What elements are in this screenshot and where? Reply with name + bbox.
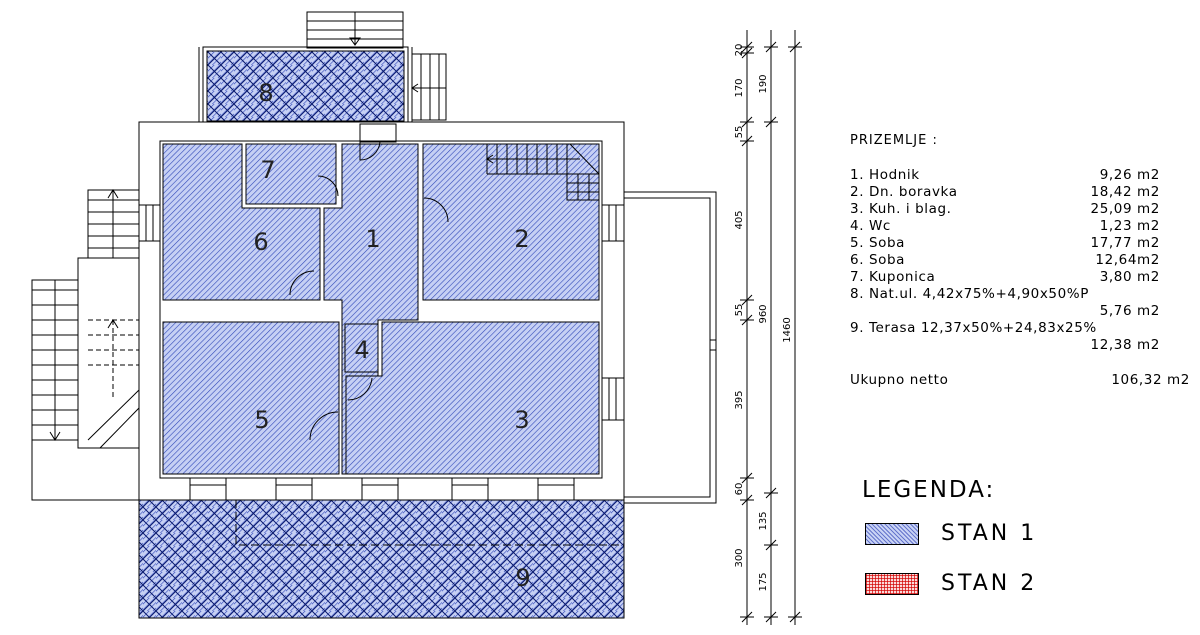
room-number-6: 6 bbox=[253, 228, 268, 256]
room-numbers: 1 2 3 4 5 6 7 8 9 bbox=[253, 79, 530, 592]
room-number-8: 8 bbox=[258, 79, 273, 107]
dim-960: 960 bbox=[758, 304, 769, 323]
area-row-label: 2. Dn. boravka bbox=[850, 184, 958, 200]
doors bbox=[289, 123, 449, 441]
dim-60: 60 bbox=[734, 483, 745, 496]
room-number-2: 2 bbox=[514, 225, 529, 253]
dim-395: 395 bbox=[734, 390, 745, 409]
area-row-value: 9,26 m2 bbox=[1099, 167, 1160, 183]
area-row-label: 5. Soba bbox=[850, 235, 906, 251]
dim-190: 190 bbox=[758, 74, 769, 93]
legend-item-stan-1: STAN 1 bbox=[865, 521, 1037, 546]
legend-swatch-blue bbox=[865, 523, 919, 545]
room-number-1: 1 bbox=[365, 225, 380, 253]
room-7 bbox=[245, 143, 337, 205]
dim-1460: 1460 bbox=[782, 317, 793, 342]
dim-55-b: 55 bbox=[734, 304, 745, 317]
top-entrance-steps bbox=[306, 11, 404, 49]
area-row-value: 25,09 m2 bbox=[1090, 201, 1160, 217]
floor-title: PRIZEMLJE : bbox=[850, 133, 938, 148]
room-2 bbox=[422, 143, 600, 301]
legend-item-stan-2: STAN 2 bbox=[865, 571, 1037, 596]
terrace-right-outline bbox=[624, 191, 717, 504]
area-row-label: 3. Kuh. i blag. bbox=[850, 201, 952, 217]
dim-300: 300 bbox=[734, 548, 745, 567]
area-row-label: 9. Terasa 12,37x50%+24,83x25% bbox=[850, 320, 1097, 336]
dimension-texts: 20 170 190 55 405 55 960 1460 395 60 135… bbox=[734, 44, 793, 592]
room-3 bbox=[345, 321, 600, 475]
area-row-label: 7. Kuponica bbox=[850, 269, 936, 285]
total-value: 106,32 m2 bbox=[1111, 372, 1190, 388]
area-row-label: 4. Wc bbox=[850, 218, 891, 234]
room-number-3: 3 bbox=[514, 406, 529, 434]
area-row-label: 1. Hodnik bbox=[850, 167, 920, 183]
legend-label: STAN 2 bbox=[941, 571, 1038, 596]
legend-title: LEGENDA: bbox=[862, 477, 996, 503]
dim-405: 405 bbox=[734, 210, 745, 229]
side-steps-top-right bbox=[411, 53, 447, 121]
area-row-value: 12,38 m2 bbox=[1090, 337, 1160, 353]
area-row-label: 6. Soba bbox=[850, 252, 906, 268]
total-label: Ukupno netto bbox=[850, 372, 949, 388]
rooms-stan-1 bbox=[162, 143, 600, 475]
left-stairs bbox=[31, 189, 140, 501]
room-8-covered-entrance bbox=[198, 46, 413, 123]
dim-55-a: 55 bbox=[734, 126, 745, 139]
room-number-5: 5 bbox=[254, 406, 269, 434]
room-6 bbox=[162, 143, 321, 301]
legend-label: STAN 1 bbox=[941, 521, 1038, 546]
room-4-wc bbox=[344, 323, 379, 373]
area-row-value: 3,80 m2 bbox=[1099, 269, 1160, 285]
room-5 bbox=[162, 321, 340, 475]
dimension-lines bbox=[740, 30, 802, 625]
area-row-value: 18,42 m2 bbox=[1090, 184, 1160, 200]
area-row-value: 5,76 m2 bbox=[1099, 303, 1160, 319]
room-number-4: 4 bbox=[354, 336, 369, 364]
interior-staircase bbox=[486, 143, 600, 201]
info-panel: PRIZEMLJE : 1. Hodnik 9,26 m2 2. Dn. bor… bbox=[850, 125, 1200, 625]
windows bbox=[138, 204, 625, 501]
area-row-label: 8. Nat.ul. 4,42x75%+4,90x50%P bbox=[850, 286, 1089, 302]
room-number-7: 7 bbox=[260, 156, 275, 184]
room-number-9: 9 bbox=[515, 564, 530, 592]
area-row-value: 1,23 m2 bbox=[1099, 218, 1160, 234]
dim-135: 135 bbox=[758, 511, 769, 530]
dim-170: 170 bbox=[734, 78, 745, 97]
area-row-value: 17,77 m2 bbox=[1090, 235, 1160, 251]
dim-20: 20 bbox=[734, 44, 745, 57]
area-row-value: 12,64m2 bbox=[1095, 252, 1160, 268]
room-9-terrace bbox=[138, 499, 625, 619]
legend-swatch-red bbox=[865, 573, 919, 595]
dim-175: 175 bbox=[758, 572, 769, 591]
